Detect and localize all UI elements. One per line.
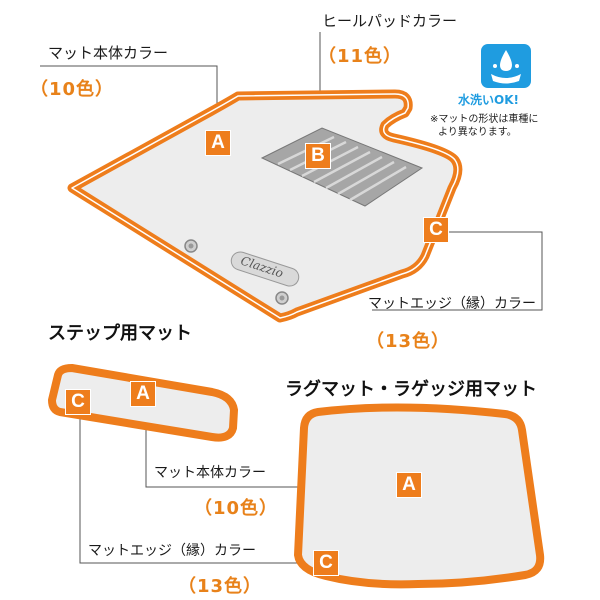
badge-a-rug: A <box>396 472 422 498</box>
step-edge-count: （13色） <box>178 576 263 597</box>
heel-pad-color-label: ヒールパッドカラー <box>322 12 458 30</box>
main-mat-shape <box>67 89 463 323</box>
step-body-count: （10色） <box>194 498 279 519</box>
shape-note: ※マットの形状は車種に より異なります。 <box>430 113 538 139</box>
leader-step-edge <box>79 405 322 564</box>
badge-a-main: A <box>205 130 231 156</box>
wash-ok-label: 水洗いOK! <box>458 93 519 107</box>
clazzio-logo <box>230 251 300 287</box>
note-line-1: ※マットの形状は車種に <box>430 114 539 125</box>
leader-edge <box>372 231 543 311</box>
badge-b-heel-pad: B <box>305 143 331 169</box>
main-body-color-label: マット本体カラー <box>48 44 169 62</box>
badge-a-step: A <box>130 381 156 407</box>
step-mat-title: ステップ用マット <box>48 323 192 344</box>
main-floor-mat <box>67 89 463 323</box>
badge-c-step: C <box>65 389 91 415</box>
step-edge-color-label: マットエッジ（縁）カラー <box>88 543 256 559</box>
edge-color-label: マットエッジ（縁）カラー <box>368 296 536 312</box>
badge-c-main: C <box>423 217 449 243</box>
heel-pad-count: （11色） <box>318 46 403 67</box>
note-line-2: より異なります。 <box>438 127 517 138</box>
badge-c-rug: C <box>313 550 339 576</box>
edge-count: （13色） <box>366 331 451 352</box>
heel-pad <box>260 127 424 207</box>
rug-mat-title: ラグマット・ラゲッジ用マット <box>285 379 537 400</box>
main-body-count: （10色） <box>30 79 115 100</box>
water-wash-icon <box>481 44 531 88</box>
step-body-color-label: マット本体カラー <box>154 465 266 481</box>
